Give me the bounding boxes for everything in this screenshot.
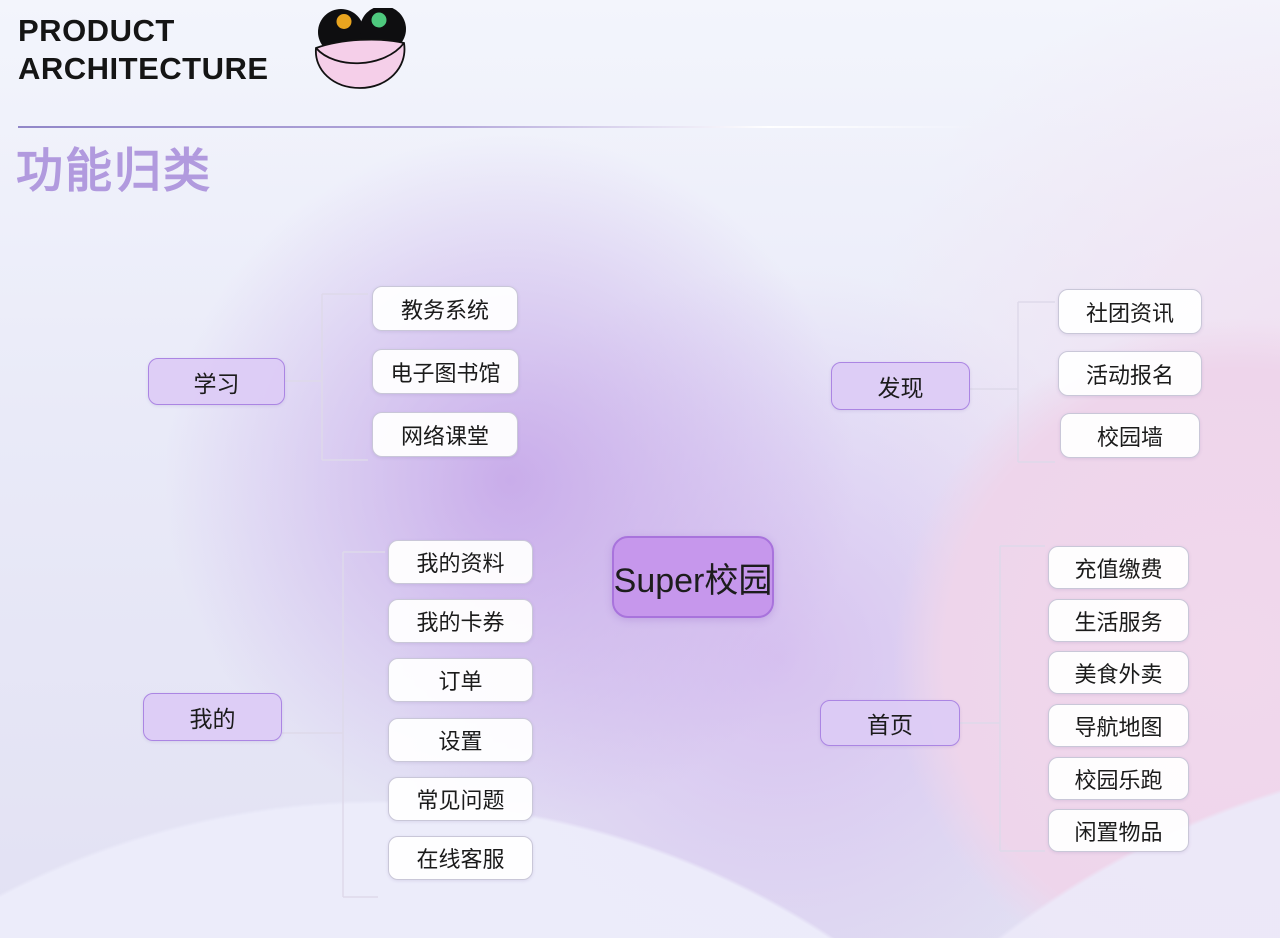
connector-home (959, 545, 1045, 852)
leaf-node-recharge-pay[interactable]: 充值缴费 (1048, 546, 1189, 589)
connector-discover (969, 301, 1055, 463)
section-title: 功能归类 (16, 144, 212, 197)
logo-line2: ARCHITECTURE (18, 51, 269, 86)
group-node-home[interactable]: 首页 (820, 700, 960, 746)
group-node-discover[interactable]: 发现 (831, 362, 970, 410)
leaf-node-academic-system[interactable]: 教务系统 (372, 286, 518, 331)
leaf-node-event-signup[interactable]: 活动报名 (1058, 351, 1202, 396)
header-divider (18, 126, 980, 128)
smiley-face-icon (315, 8, 406, 89)
leaf-node-club-news[interactable]: 社团资讯 (1058, 289, 1202, 334)
center-node-super-campus[interactable]: Super校园 (612, 536, 774, 618)
logo-line1: PRODUCT (18, 13, 175, 48)
logo-wordmark: PRODUCT ARCHITECTURE (18, 12, 269, 88)
leaf-node-navigation-map[interactable]: 导航地图 (1048, 704, 1189, 747)
leaf-node-online-support[interactable]: 在线客服 (388, 836, 533, 880)
leaf-node-settings[interactable]: 设置 (388, 718, 533, 762)
leaf-node-online-classroom[interactable]: 网络课堂 (372, 412, 518, 457)
leaf-node-secondhand-goods[interactable]: 闲置物品 (1048, 809, 1189, 852)
group-node-study[interactable]: 学习 (148, 358, 285, 405)
leaf-node-food-delivery[interactable]: 美食外卖 (1048, 651, 1189, 694)
leaf-node-e-library[interactable]: 电子图书馆 (372, 349, 519, 394)
leaf-node-orders[interactable]: 订单 (388, 658, 533, 702)
leaf-node-my-profile[interactable]: 我的资料 (388, 540, 533, 584)
group-node-mine[interactable]: 我的 (143, 693, 282, 741)
leaf-node-campus-run[interactable]: 校园乐跑 (1048, 757, 1189, 800)
leaf-node-my-coupons[interactable]: 我的卡券 (388, 599, 533, 643)
leaf-node-faq[interactable]: 常见问题 (388, 777, 533, 821)
leaf-node-life-services[interactable]: 生活服务 (1048, 599, 1189, 642)
connector-study (285, 293, 368, 461)
leaf-node-campus-wall[interactable]: 校园墙 (1060, 413, 1200, 458)
connector-mine (282, 551, 385, 898)
